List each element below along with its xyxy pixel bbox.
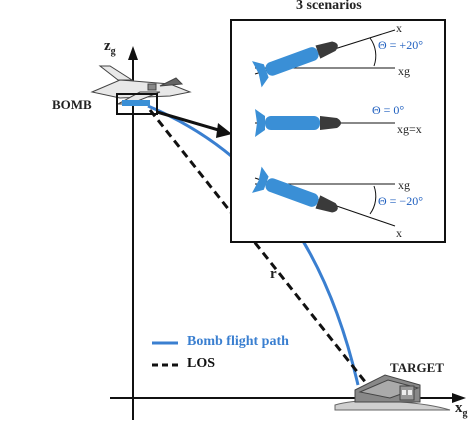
zoom-arrow-head [216, 123, 232, 138]
legend-los-label: LOS [187, 356, 216, 371]
target-label: TARGET [390, 360, 444, 375]
zoom-arrow [156, 110, 223, 133]
bomb-marker [122, 100, 150, 106]
horizontal-axis-label-sub: g [462, 408, 468, 419]
vertical-axis-label-base: z [104, 38, 111, 54]
horizontal-axis-label: xg [455, 400, 468, 419]
scenario-2-axis-label: xg=x [397, 122, 422, 136]
line-of-sight [148, 109, 372, 389]
panel-title: 3 scenarios [296, 0, 362, 13]
scenario-1-angle-label: Θ = +20° [378, 38, 423, 52]
scenarios-panel [230, 19, 446, 243]
scenario-1 [252, 29, 396, 88]
horizontal-axis-arrow [452, 393, 466, 403]
scenario-3-angle-label: Θ = −20° [378, 194, 423, 208]
scenario-1-ref-label: xg [398, 64, 410, 78]
target-icon [334, 374, 451, 411]
aircraft-icon [90, 65, 192, 105]
bomb-icon-3 [252, 166, 338, 213]
bomb-icon-2 [255, 109, 341, 137]
horizontal-axis-label-base: x [455, 400, 463, 416]
scenario-3-axis-label: x [396, 226, 402, 240]
scenario-3-ref-label: xg [398, 178, 410, 192]
scenario-2 [255, 109, 395, 137]
scenario-3 [252, 166, 396, 227]
bomb-highlight-box [116, 93, 158, 115]
vertical-axis-label: zg [104, 38, 116, 57]
scenario-1-axis-label: x [396, 21, 402, 35]
legend-flight-path-label: Bomb flight path [187, 334, 289, 349]
bomb-label: BOMB [52, 97, 92, 112]
scenario-2-angle-label: Θ = 0° [372, 103, 405, 117]
range-label: r [270, 266, 277, 282]
bomb-icon-1 [252, 41, 338, 88]
vertical-axis-label-sub: g [110, 46, 116, 57]
vertical-axis-arrow [128, 46, 138, 60]
